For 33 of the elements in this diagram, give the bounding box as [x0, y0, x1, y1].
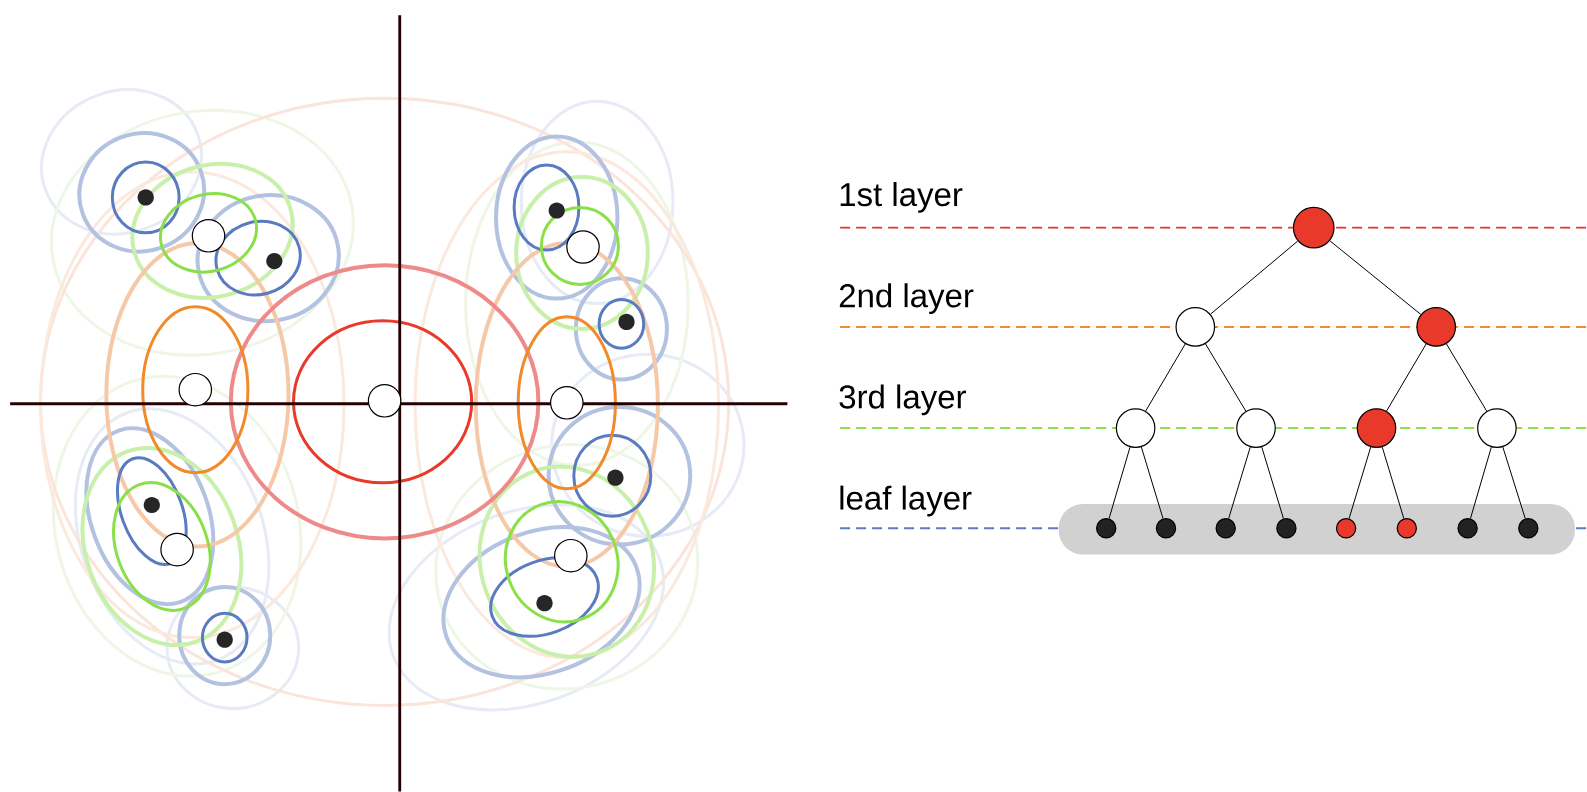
- leaf-dot: [1276, 518, 1297, 539]
- tree-edge: [1108, 446, 1131, 519]
- leaf-dot: [1396, 518, 1417, 539]
- tree-node: [1236, 408, 1276, 448]
- tree-node: [1115, 408, 1156, 448]
- tree-node: [1175, 307, 1216, 347]
- leaf-dot: [1215, 518, 1236, 539]
- tree-edge: [1386, 343, 1427, 412]
- layer-label: 3rd layer: [839, 384, 966, 416]
- tree-edge: [1469, 446, 1492, 519]
- layer-label: 1st layer: [840, 182, 963, 213]
- leaf-dot: [1096, 518, 1117, 539]
- tree-edge: [1210, 240, 1299, 315]
- leaf-dot: [1457, 518, 1478, 539]
- leaf-dot: [1518, 518, 1539, 539]
- tree-edge: [1502, 446, 1526, 520]
- layer-label: leaf layer: [840, 485, 972, 517]
- tree-edge: [1445, 343, 1488, 412]
- leaf-dot: [1155, 518, 1177, 539]
- tree-node: [1356, 408, 1397, 448]
- tree-edge: [1205, 343, 1247, 412]
- tree-node: [1292, 206, 1335, 249]
- tree-node: [1477, 408, 1517, 448]
- leaf-dot: [1335, 518, 1357, 539]
- tree-edge: [1145, 343, 1186, 412]
- tree-edge: [1329, 240, 1422, 315]
- tree-edge: [1261, 446, 1284, 520]
- tree-edge: [1381, 446, 1405, 520]
- tree-edge: [1348, 446, 1372, 520]
- layer-label: 2nd layer: [839, 283, 974, 314]
- tree-edge: [1140, 446, 1164, 520]
- tree-node: [1416, 307, 1457, 347]
- tree-edge: [1228, 446, 1251, 520]
